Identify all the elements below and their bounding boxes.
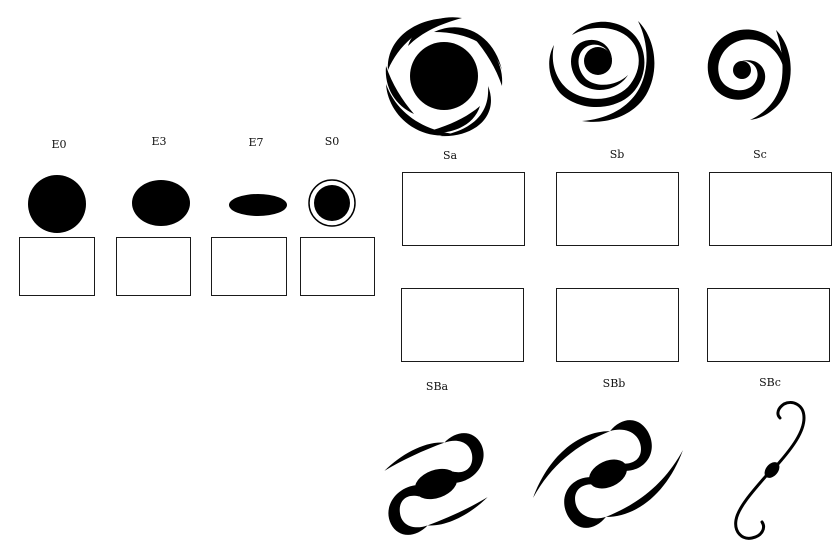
galaxy-sb-icon	[548, 5, 660, 125]
drop-box-e7[interactable]	[211, 237, 287, 296]
label-sc: Sc	[730, 149, 790, 161]
galaxy-sc-icon	[700, 8, 800, 118]
galaxy-e7-icon	[229, 194, 287, 216]
galaxy-e0-icon	[28, 175, 86, 233]
drop-box-sa[interactable]	[402, 172, 525, 246]
label-sbb: SBb	[584, 378, 644, 390]
label-sa: Sa	[420, 150, 480, 162]
drop-box-sb[interactable]	[556, 172, 679, 246]
drop-box-s0[interactable]	[300, 237, 375, 296]
galaxy-s0-icon	[309, 180, 355, 226]
drop-box-e0[interactable]	[19, 237, 95, 296]
drop-box-e3[interactable]	[116, 237, 191, 296]
galaxy-sbb-icon	[520, 412, 698, 532]
label-s0: S0	[302, 136, 362, 148]
label-sbc: SBc	[740, 377, 800, 389]
galaxy-e3-icon	[132, 180, 190, 226]
label-e7: E7	[226, 137, 286, 149]
drop-box-sbb[interactable]	[556, 288, 679, 362]
galaxy-sa-icon	[378, 20, 518, 135]
label-e3: E3	[129, 136, 189, 148]
label-e0: E0	[29, 139, 89, 151]
galaxy-sbc-icon	[720, 398, 820, 544]
drop-box-sbc[interactable]	[707, 288, 830, 362]
elliptical-shapes	[0, 160, 380, 240]
label-sba: SBa	[407, 381, 467, 393]
galaxy-sba-icon	[372, 430, 502, 540]
drop-box-sc[interactable]	[709, 172, 832, 246]
label-sb: Sb	[587, 149, 647, 161]
drop-box-sba[interactable]	[401, 288, 524, 362]
